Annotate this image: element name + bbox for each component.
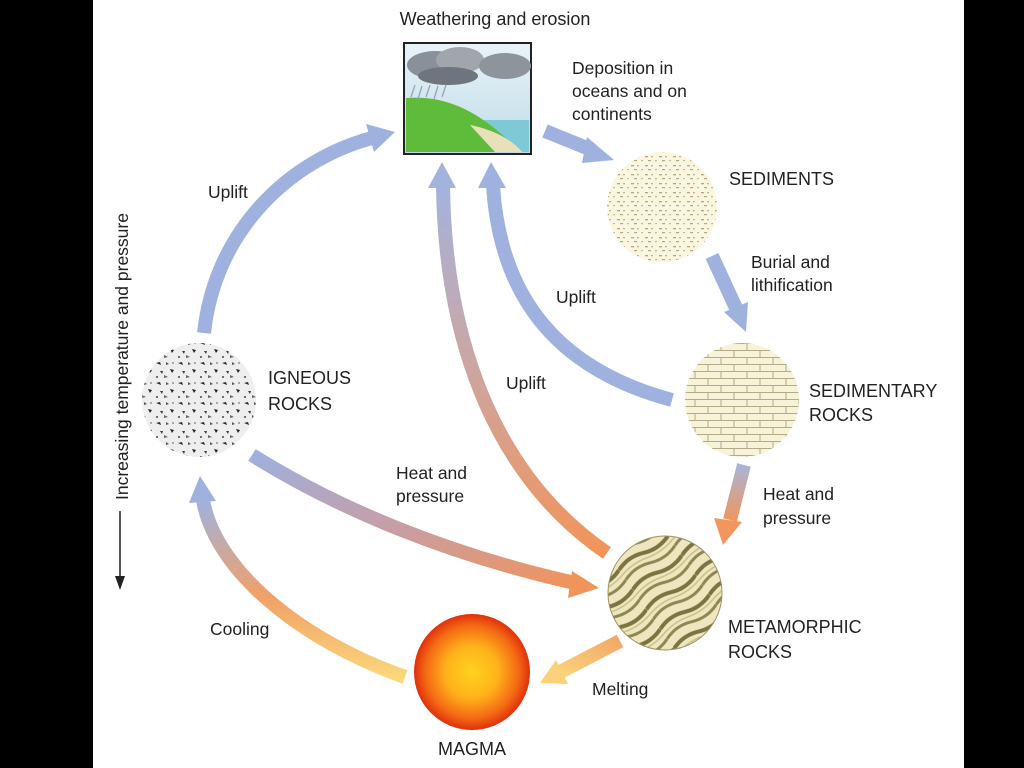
magma-label: MAGMA bbox=[438, 739, 506, 759]
cooling-arrow bbox=[196, 498, 408, 684]
igneous-label-2: ROCKS bbox=[268, 394, 332, 414]
sediments-label: SEDIMENTS bbox=[729, 169, 834, 189]
deposition-label-2: oceans and on bbox=[572, 81, 687, 101]
sedimentary-label-2: ROCKS bbox=[809, 405, 873, 425]
weathering-picture bbox=[403, 42, 532, 155]
melting-arrow-head bbox=[540, 660, 568, 684]
side-axis-label: Increasing temperature and pressure bbox=[112, 213, 132, 500]
uplift-arrow-inner-head bbox=[478, 162, 506, 188]
weathering-label: Weathering and erosion bbox=[400, 9, 591, 29]
uplift-inner-label: Uplift bbox=[556, 287, 596, 307]
burial-arrow-head bbox=[724, 302, 748, 332]
uplift-center-label: Uplift bbox=[506, 373, 546, 393]
uplift-arrow-inner bbox=[486, 184, 674, 407]
metamorphic-label-1: METAMORPHIC bbox=[728, 617, 862, 637]
magma-disc bbox=[414, 614, 530, 730]
melting-label: Melting bbox=[592, 679, 648, 699]
burial-label-2: lithification bbox=[751, 275, 833, 295]
heat-arrow-right bbox=[723, 463, 751, 522]
uplift-arrow-center-head bbox=[428, 162, 456, 188]
heat-arrow-right-head bbox=[714, 518, 742, 545]
uplift-arrow-center bbox=[436, 184, 611, 559]
heat-right-label-2: pressure bbox=[763, 508, 831, 528]
heat-center-label-2: pressure bbox=[396, 486, 464, 506]
uplift-arrow-left bbox=[197, 131, 374, 334]
temperature-pressure-indicator: Increasing temperature and pressure bbox=[112, 213, 132, 590]
metamorphic-label-2: ROCKS bbox=[728, 642, 792, 662]
sedimentary-label-1: SEDIMENTARY bbox=[809, 381, 937, 401]
burial-arrow bbox=[705, 253, 743, 311]
deposition-arrow-head bbox=[582, 137, 614, 163]
deposition-label-3: continents bbox=[572, 104, 652, 124]
igneous-rocks-disc bbox=[142, 343, 256, 457]
burial-label-1: Burial and bbox=[751, 252, 830, 272]
deposition-label-1: Deposition in bbox=[572, 58, 673, 78]
igneous-label-1: IGNEOUS bbox=[268, 368, 351, 388]
uplift-arrow-left-head bbox=[366, 124, 395, 152]
uplift-left-label: Uplift bbox=[208, 182, 248, 202]
heat-center-label-1: Heat and bbox=[396, 463, 467, 483]
sediments-disc bbox=[607, 152, 717, 262]
cooling-arrow-head bbox=[189, 476, 216, 503]
heat-arrow-center-head bbox=[568, 571, 599, 598]
deposition-arrow bbox=[542, 124, 595, 157]
metamorphic-rocks-disc bbox=[607, 535, 723, 651]
heat-arrow-center bbox=[248, 449, 577, 590]
sedimentary-rocks-disc bbox=[685, 343, 799, 457]
heat-right-label-1: Heat and bbox=[763, 484, 834, 504]
melting-arrow bbox=[556, 634, 624, 679]
cooling-label: Cooling bbox=[210, 619, 269, 639]
